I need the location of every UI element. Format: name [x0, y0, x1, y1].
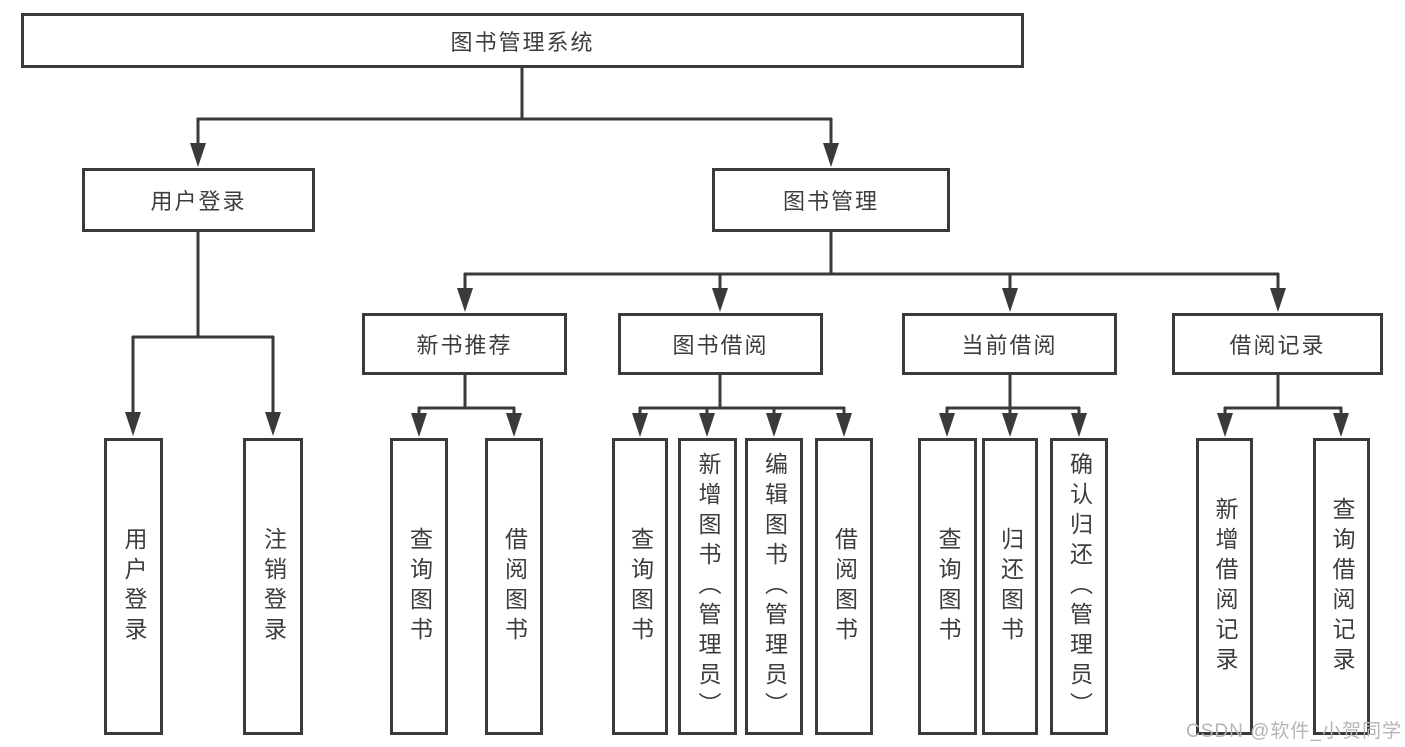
node-book-management: 图书管理 [712, 168, 950, 232]
node-new-book-recommendation: 新书推荐 [362, 313, 567, 375]
leaf-borrow-books-2: 借阅图书 [815, 438, 873, 735]
node-borrowing-records: 借阅记录 [1172, 313, 1383, 375]
leaf-edit-books-admin-label: 编辑图书（管理员） [761, 451, 788, 722]
leaf-add-books-admin-label: 新增图书（管理员） [695, 451, 721, 722]
leaf-query-books-2: 查询图书 [612, 438, 668, 735]
leaf-return-books: 归还图书 [982, 438, 1038, 735]
leaf-query-borrow-record-label: 查询借阅记录 [1329, 496, 1355, 677]
leaf-borrow-books-2-label: 借阅图书 [831, 526, 858, 647]
leaf-borrow-books-1-label: 借阅图书 [501, 526, 528, 647]
leaf-logout-label: 注销登录 [260, 526, 287, 647]
leaf-add-books-admin: 新增图书（管理员） [678, 438, 737, 735]
leaf-query-books-1: 查询图书 [390, 438, 448, 735]
leaf-borrow-books-1: 借阅图书 [485, 438, 543, 735]
leaf-add-borrow-record: 新增借阅记录 [1196, 438, 1253, 735]
leaf-user-login: 用户登录 [104, 438, 163, 735]
node-current-borrowing: 当前借阅 [902, 313, 1117, 375]
leaf-query-books-3-label: 查询图书 [935, 526, 961, 647]
leaf-confirm-return-admin: 确认归还（管理员） [1050, 438, 1108, 735]
leaf-add-borrow-record-label: 新增借阅记录 [1212, 496, 1238, 677]
leaf-logout: 注销登录 [243, 438, 303, 735]
node-library-management-system: 图书管理系统 [21, 13, 1024, 68]
leaf-query-books-3: 查询图书 [918, 438, 977, 735]
node-book-borrowing: 图书借阅 [618, 313, 823, 375]
node-user-login: 用户登录 [82, 168, 315, 232]
leaf-confirm-return-admin-label: 确认归还（管理员） [1066, 451, 1093, 722]
leaf-user-login-label: 用户登录 [121, 526, 147, 647]
leaf-edit-books-admin: 编辑图书（管理员） [745, 438, 803, 735]
leaf-return-books-label: 归还图书 [997, 526, 1024, 647]
leaf-query-books-1-label: 查询图书 [406, 526, 433, 647]
leaf-query-books-2-label: 查询图书 [627, 526, 654, 647]
csdn-watermark: CSDN @软件_小贺同学 [1186, 721, 1402, 742]
leaf-query-borrow-record: 查询借阅记录 [1313, 438, 1370, 735]
